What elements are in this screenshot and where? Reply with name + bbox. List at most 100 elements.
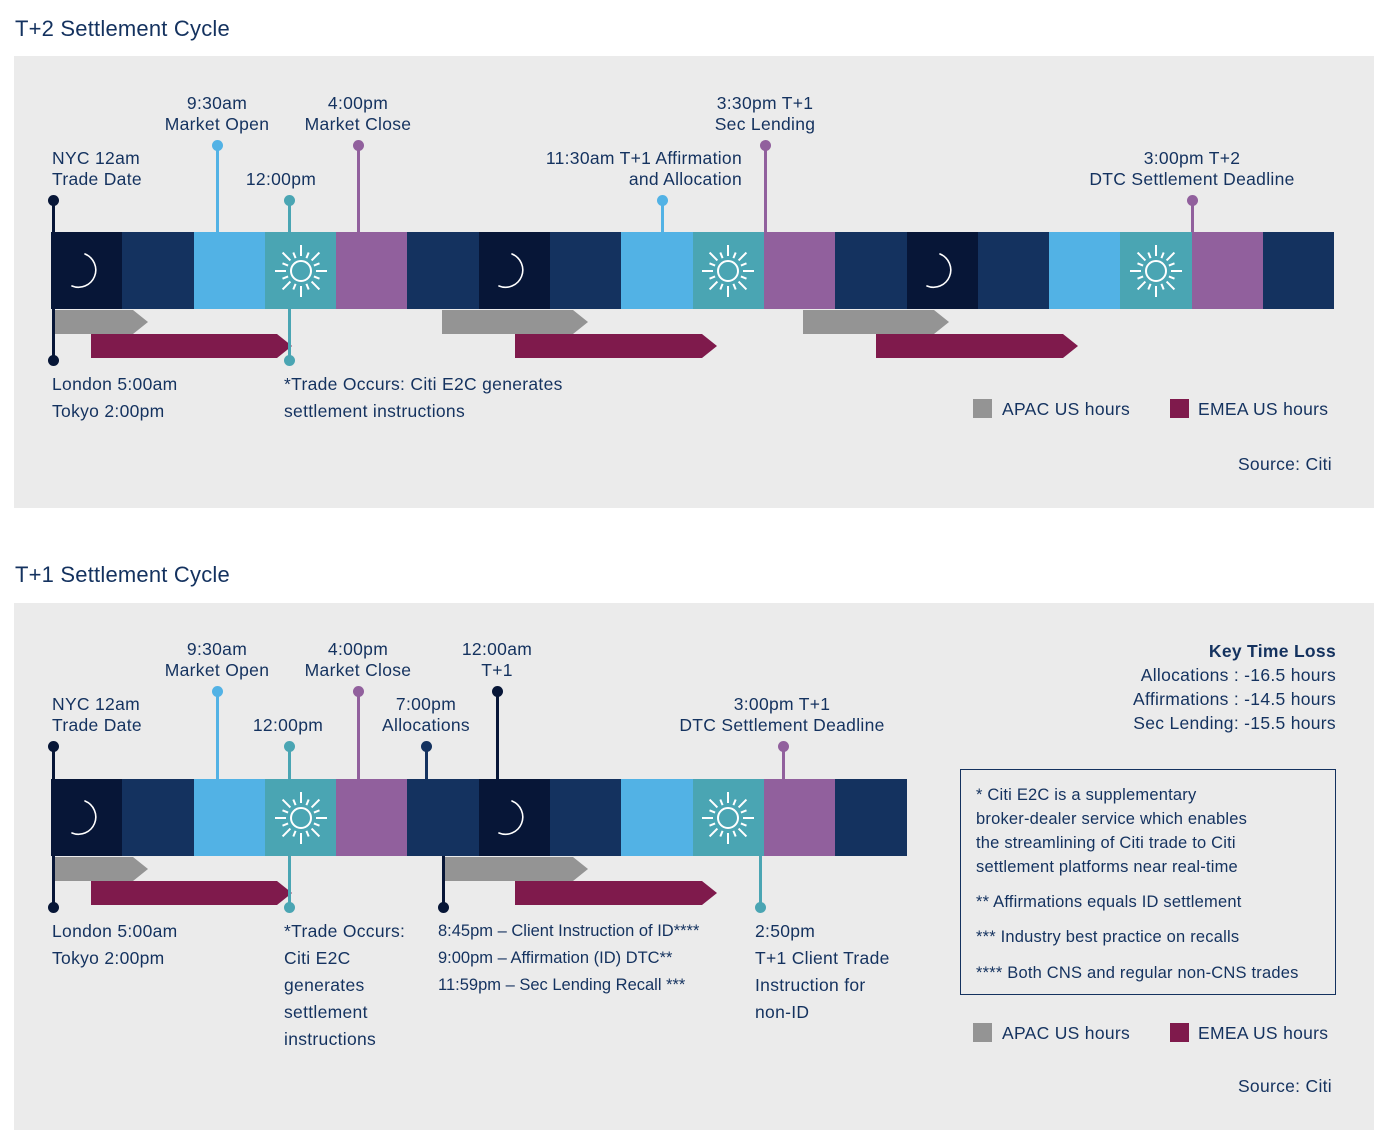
pin-line [52,746,55,780]
pin-dot [48,355,59,366]
sun-icon [274,244,327,297]
t1-segment-purple [763,779,836,856]
key-time-loss: Key Time Loss Allocations : -16.5 hours … [1133,639,1336,735]
t1-segment-night [478,779,551,856]
pin-line [52,200,55,233]
t2-dtc-deadline-label: 3:00pm T+2 DTC Settlement Deadline [1089,148,1295,189]
t2-segment-purple [1191,232,1264,309]
t1-trade-occurs-label: *Trade Occurs: Citi E2C generates settle… [284,921,406,1049]
t1-segment-navy [407,779,479,856]
t2-segment-navy [407,232,479,309]
t2-segment-lightblue [193,232,265,309]
t1-timeline-bar [51,779,907,856]
t2-segment-lightblue [1049,232,1121,309]
key-time-loss-title: Key Time Loss [1208,641,1336,661]
t2-title: T+2 Settlement Cycle [15,16,230,41]
t1-segment-lightblue [193,779,265,856]
t1-segment-purple [336,779,408,856]
emea-legend-label: EMEA US hours [1198,399,1329,419]
pin-line [357,691,360,780]
t1-allocations-label: 7:00pm Allocations [382,694,470,735]
sun-icon [1130,244,1183,297]
t1-noon-label: 12:00pm [252,715,324,735]
t2-segment-purple [763,232,836,309]
apac-legend-label: APAC US hours [1002,1023,1131,1043]
footnotes-box [960,769,1336,995]
pin-line [357,145,360,233]
pin-dot [48,902,59,913]
t2-noon-label: 12:00pm [245,169,317,189]
note-affirmations: ** Affirmations equals ID settlement [976,893,1242,911]
t1-nyc-label: NYC 12am Trade Date [52,694,142,735]
t2-london-tokyo-label: London 5:00am Tokyo 2:00pm [52,374,178,421]
pin-line [759,856,762,906]
t2-nyc-label: NYC 12am Trade Date [52,148,142,189]
t2-segment-navy [835,232,907,309]
t1-apac-arrow-2 [444,857,588,881]
t2-segment-night [906,232,978,309]
t2-source: Source: Citi [1237,454,1332,474]
t1-emea-arrow-1 [91,881,292,905]
pin-line [661,200,664,233]
pin-dot [755,902,766,913]
t2-emea-arrow-2 [515,334,717,358]
t1-source: Source: Citi [1237,1076,1332,1096]
moon-icon [926,252,952,288]
pin-line [288,746,291,780]
pin-line [52,856,55,906]
t2-segment-navy [550,232,622,309]
note-recalls: *** Industry best practice on recalls [976,928,1240,946]
pin-line [288,856,291,906]
emea-legend-swatch [1170,1023,1189,1042]
t1-emea-arrow-2 [515,881,717,905]
sun-icon [702,791,755,844]
pin-dot [438,902,449,913]
t2-segment-night [51,232,123,309]
pin-line [288,200,291,233]
key-time-loss-item: Allocations : -16.5 hours [1140,665,1336,685]
t2-apac-arrow-1 [55,310,148,334]
pin-dot [284,355,295,366]
t1-segment-lightblue [621,779,693,856]
t2-segment-teal [264,232,337,309]
moon-icon [498,252,524,288]
t2-apac-arrow-3 [803,310,949,334]
t2-market-close-label: 4:00pm Market Close [304,93,412,134]
sun-icon [702,244,755,297]
t1-title: T+1 Settlement Cycle [15,562,230,587]
t1-london-tokyo-label: London 5:00am Tokyo 2:00pm [52,921,178,968]
t2-emea-arrow-1 [91,334,292,358]
pin-line [782,746,785,780]
t1-segment-teal [264,779,337,856]
emea-legend-label: EMEA US hours [1198,1023,1329,1043]
t1-market-open-label: 9:30am Market Open [164,639,270,680]
t2-segment-teal [692,232,764,309]
t1-segment-night [51,779,123,856]
pin-line [216,691,219,780]
pin-line [52,309,55,359]
moon-icon [70,252,97,288]
t1-client-instruction-label: 2:50pm T+1 Client Trade Instruction for … [755,921,890,1022]
t2-emea-arrow-3 [876,334,1078,358]
apac-legend-swatch [973,1023,992,1042]
t1-panel [14,603,1374,1130]
t2-segment-purple [336,232,408,309]
t1-evening-deadlines: 8:45pm – Client Instruction of ID**** 9:… [438,922,700,994]
t1-segment-navy [835,779,907,856]
t1-midnight-label: 12:00am T+1 [461,639,533,680]
pin-line [288,309,291,359]
t1-segment-teal [692,779,764,856]
t1-market-close-label: 4:00pm Market Close [304,639,412,680]
pin-dot [284,902,295,913]
apac-legend-label: APAC US hours [1002,399,1131,419]
t2-apac-arrow-2 [442,310,588,334]
t2-market-open-label: 9:30am Market Open [164,93,270,134]
t1-segment-navy [122,779,194,856]
t1-segment-navy [550,779,622,856]
t2-trade-occurs-label: *Trade Occurs: Citi E2C generates settle… [284,374,563,421]
apac-legend-swatch [973,399,992,418]
t2-segment-navy [977,232,1050,309]
pin-line [425,746,428,780]
t2-segment-navy [1263,232,1335,309]
pin-line [216,145,219,233]
